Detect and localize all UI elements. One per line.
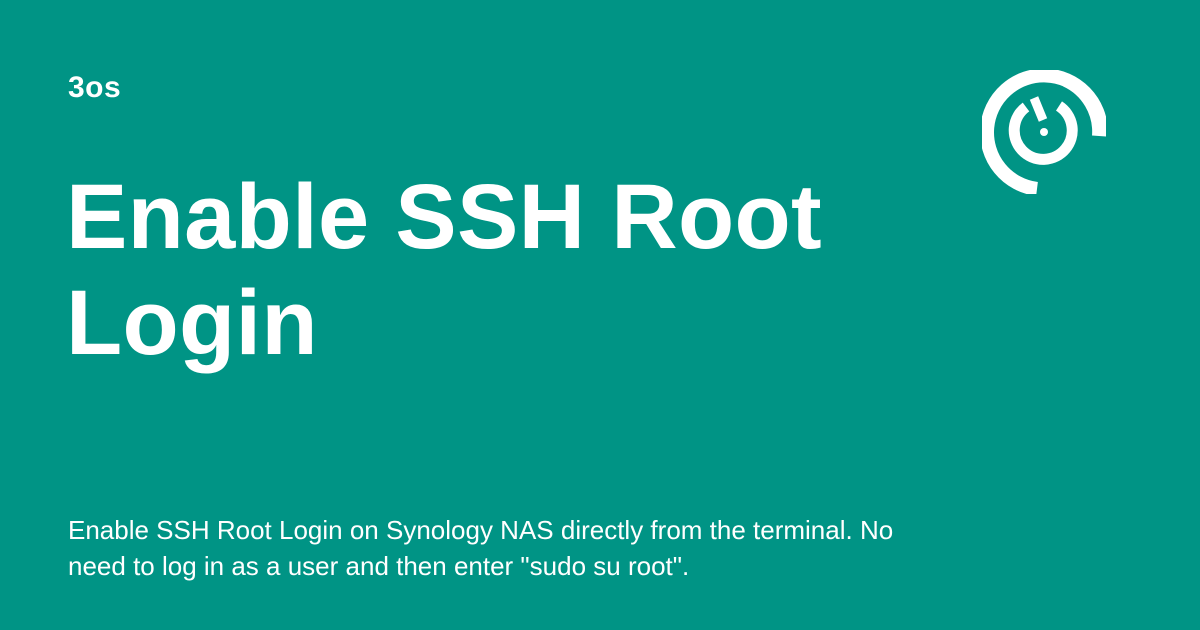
3os-logo-icon xyxy=(980,68,1108,196)
page-description: Enable SSH Root Login on Synology NAS di… xyxy=(68,515,894,581)
page-title: Enable SSH Root Login xyxy=(66,166,822,374)
site-name: 3os xyxy=(68,71,122,104)
